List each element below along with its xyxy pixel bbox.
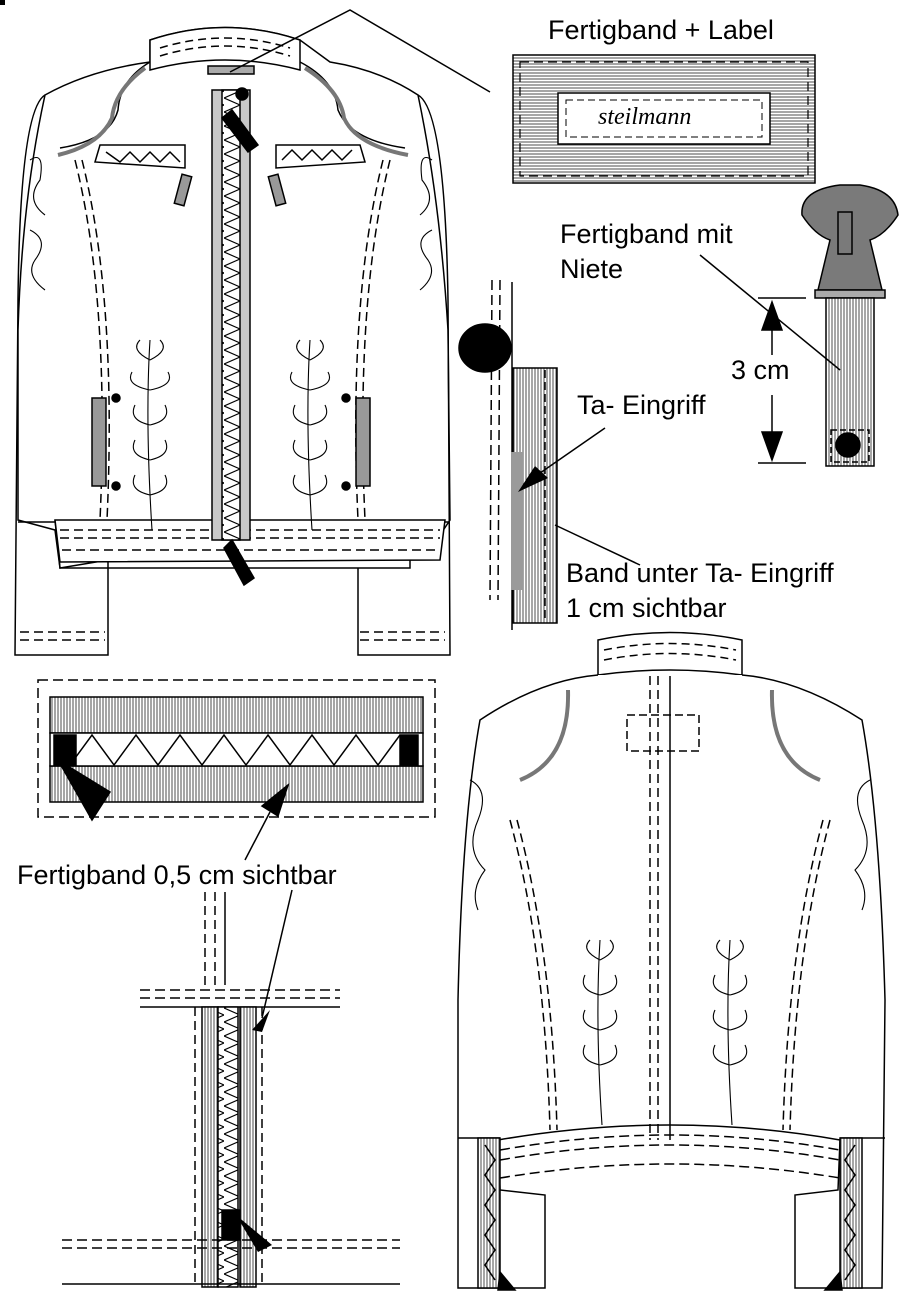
back-jacket bbox=[457, 631, 886, 1291]
front-embroidery bbox=[29, 156, 433, 531]
back-label-position bbox=[626, 714, 700, 752]
brand-label bbox=[557, 92, 771, 145]
front-collar bbox=[149, 26, 301, 71]
label-rivet-band-line1: Fertigband mit bbox=[560, 219, 733, 249]
label-zip-band: Fertigband 0,5 cm sichtbar bbox=[17, 860, 337, 890]
brand-name-text: steilmann bbox=[598, 104, 692, 130]
rivet-band-detail bbox=[699, 184, 899, 467]
label-rivet-band-line2: Niete bbox=[560, 254, 624, 284]
back-body-outline bbox=[457, 674, 886, 1289]
label-detail bbox=[512, 54, 816, 184]
pocket-grip-detail bbox=[458, 279, 641, 630]
zip-hem-detail bbox=[62, 889, 400, 1288]
label-measure: 3 cm bbox=[731, 355, 790, 385]
right-sleeve bbox=[357, 94, 451, 656]
front-jacket bbox=[14, 26, 451, 656]
label-band-label-title: Fertigband + Label bbox=[548, 15, 774, 45]
zipper-detail bbox=[37, 679, 436, 861]
left-sleeve bbox=[14, 94, 109, 656]
leader-collar-label bbox=[229, 9, 491, 93]
label-band-under-line1: Band unter Ta- Eingriff bbox=[566, 558, 834, 588]
label-band-under-line2: 1 cm sichtbar bbox=[566, 593, 727, 623]
label-pocket-grip: Ta- Eingriff bbox=[577, 390, 706, 420]
